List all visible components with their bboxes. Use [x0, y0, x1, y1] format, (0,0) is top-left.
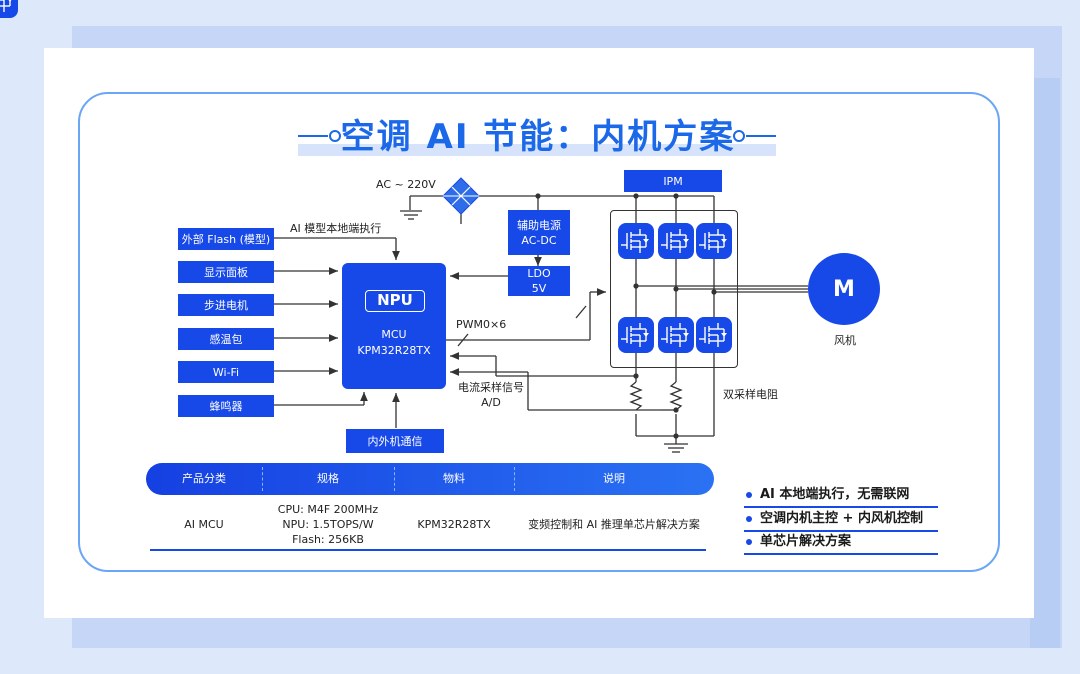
comm-block: 内外机通信	[346, 429, 444, 453]
shunt-resistor-2	[669, 381, 683, 411]
ipm-block: IPM	[624, 170, 722, 192]
col-header-category: 产品分类	[182, 472, 226, 485]
peripheral-wifi: Wi-Fi	[178, 361, 274, 383]
content-frame	[78, 92, 1000, 572]
cell-material: KPM32R28TX	[417, 518, 491, 531]
bullet-icon	[746, 492, 752, 498]
current-sampling-annotation: 电流采样信号 A/D	[458, 381, 524, 409]
aux-power-block: 辅助电源 AC-DC	[508, 210, 570, 255]
col-separator	[514, 467, 515, 491]
col-header-spec: 规格	[317, 472, 339, 485]
fan-motor: M	[808, 253, 880, 325]
col-header-description: 说明	[603, 472, 625, 485]
peripheral-stepper-motor: 步进电机	[178, 294, 274, 316]
dual-shunt-annotation: 双采样电阻	[723, 388, 778, 401]
bullet-icon	[746, 516, 752, 522]
col-separator	[262, 467, 263, 491]
feature-item: 空调内机主控 + 内风机控制	[744, 510, 938, 532]
table-header: 产品分类 规格 物料 说明	[146, 463, 714, 495]
table-bottom-rule	[150, 549, 706, 551]
cell-description: 变频控制和 AI 推理单芯片解决方案	[528, 518, 700, 531]
rectifier-bridge-icon	[442, 177, 480, 215]
feature-item: AI 本地端执行，无需联网	[744, 486, 938, 508]
title-left-ornament-icon	[298, 130, 341, 142]
title-right-ornament-icon	[733, 130, 776, 142]
peripheral-external-flash: 外部 Flash (模型)	[178, 228, 274, 250]
col-separator	[394, 467, 395, 491]
title-underline-band	[298, 144, 776, 156]
peripheral-buzzer: 蜂鸣器	[178, 395, 274, 417]
cell-spec: CPU: M4F 200MHz NPU: 1.5TOPS/W Flash: 25…	[277, 503, 379, 546]
shunt-resistor-1	[629, 381, 643, 411]
ac-input-label: AC ~ 220V	[376, 178, 436, 191]
feature-item: 单芯片解决方案	[744, 533, 938, 555]
fan-motor-label: 风机	[834, 334, 856, 347]
peripheral-display-panel: 显示面板	[178, 261, 274, 283]
ai-model-annotation: AI 模型本地端执行	[290, 222, 382, 235]
mcu-name: MCU	[381, 328, 407, 341]
bullet-icon	[746, 539, 752, 545]
npu-badge: NPU	[365, 290, 425, 312]
inverter-bridge	[610, 210, 738, 368]
mcu-block: NPU MCU KPM32R28TX	[342, 263, 446, 389]
mcu-model: KPM32R28TX	[357, 344, 431, 357]
col-header-material: 物料	[443, 472, 465, 485]
mosfet-icon	[0, 0, 18, 18]
page-title: 空调 AI 节能：内机方案	[340, 117, 736, 157]
pwm-annotation: PWM0×6	[456, 318, 507, 331]
peripheral-temp-sensor: 感温包	[178, 328, 274, 350]
ldo-block: LDO 5V	[508, 266, 570, 296]
background-sheet-shadow	[1030, 78, 1060, 648]
cell-category: AI MCU	[184, 518, 224, 531]
